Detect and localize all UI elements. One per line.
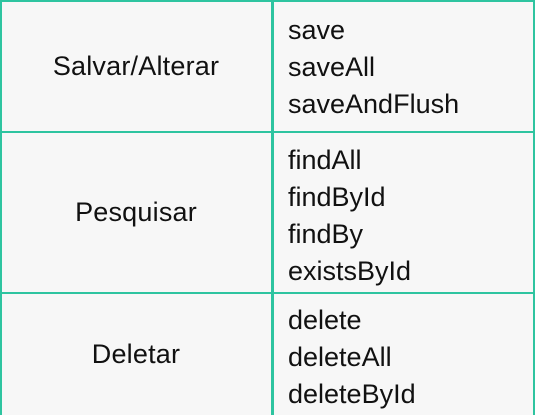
method-item: deleteById xyxy=(288,379,416,409)
category-cell: Deletar xyxy=(91,338,181,369)
table-row: Deletar delete deleteAll deleteById xyxy=(0,293,535,415)
table-row: Salvar/Alterar save saveAll saveAndFlush xyxy=(0,0,535,132)
methods-cell: save saveAll saveAndFlush xyxy=(274,0,535,132)
method-item: delete xyxy=(288,305,362,335)
column-divider xyxy=(271,0,274,415)
table-row: Pesquisar findAll findById findBy exists… xyxy=(0,132,535,293)
method-item: saveAndFlush xyxy=(288,89,460,119)
method-item: findBy xyxy=(288,219,364,249)
method-item: existsById xyxy=(288,256,412,286)
method-item: saveAll xyxy=(288,52,376,82)
row-divider xyxy=(0,131,535,133)
row-divider xyxy=(0,0,535,2)
category-cell: Salvar/Alterar xyxy=(52,50,220,81)
method-item: findById xyxy=(288,182,386,212)
table-border-right xyxy=(533,0,535,415)
methods-cell: delete deleteAll deleteById xyxy=(274,293,535,415)
method-item: deleteAll xyxy=(288,342,392,372)
method-item: save xyxy=(288,15,346,45)
row-divider xyxy=(0,292,535,294)
table-border-left xyxy=(0,0,2,415)
method-item: findAll xyxy=(288,145,362,175)
category-cell: Pesquisar xyxy=(75,197,197,227)
methods-cell: findAll findById findBy existsById xyxy=(274,132,535,293)
